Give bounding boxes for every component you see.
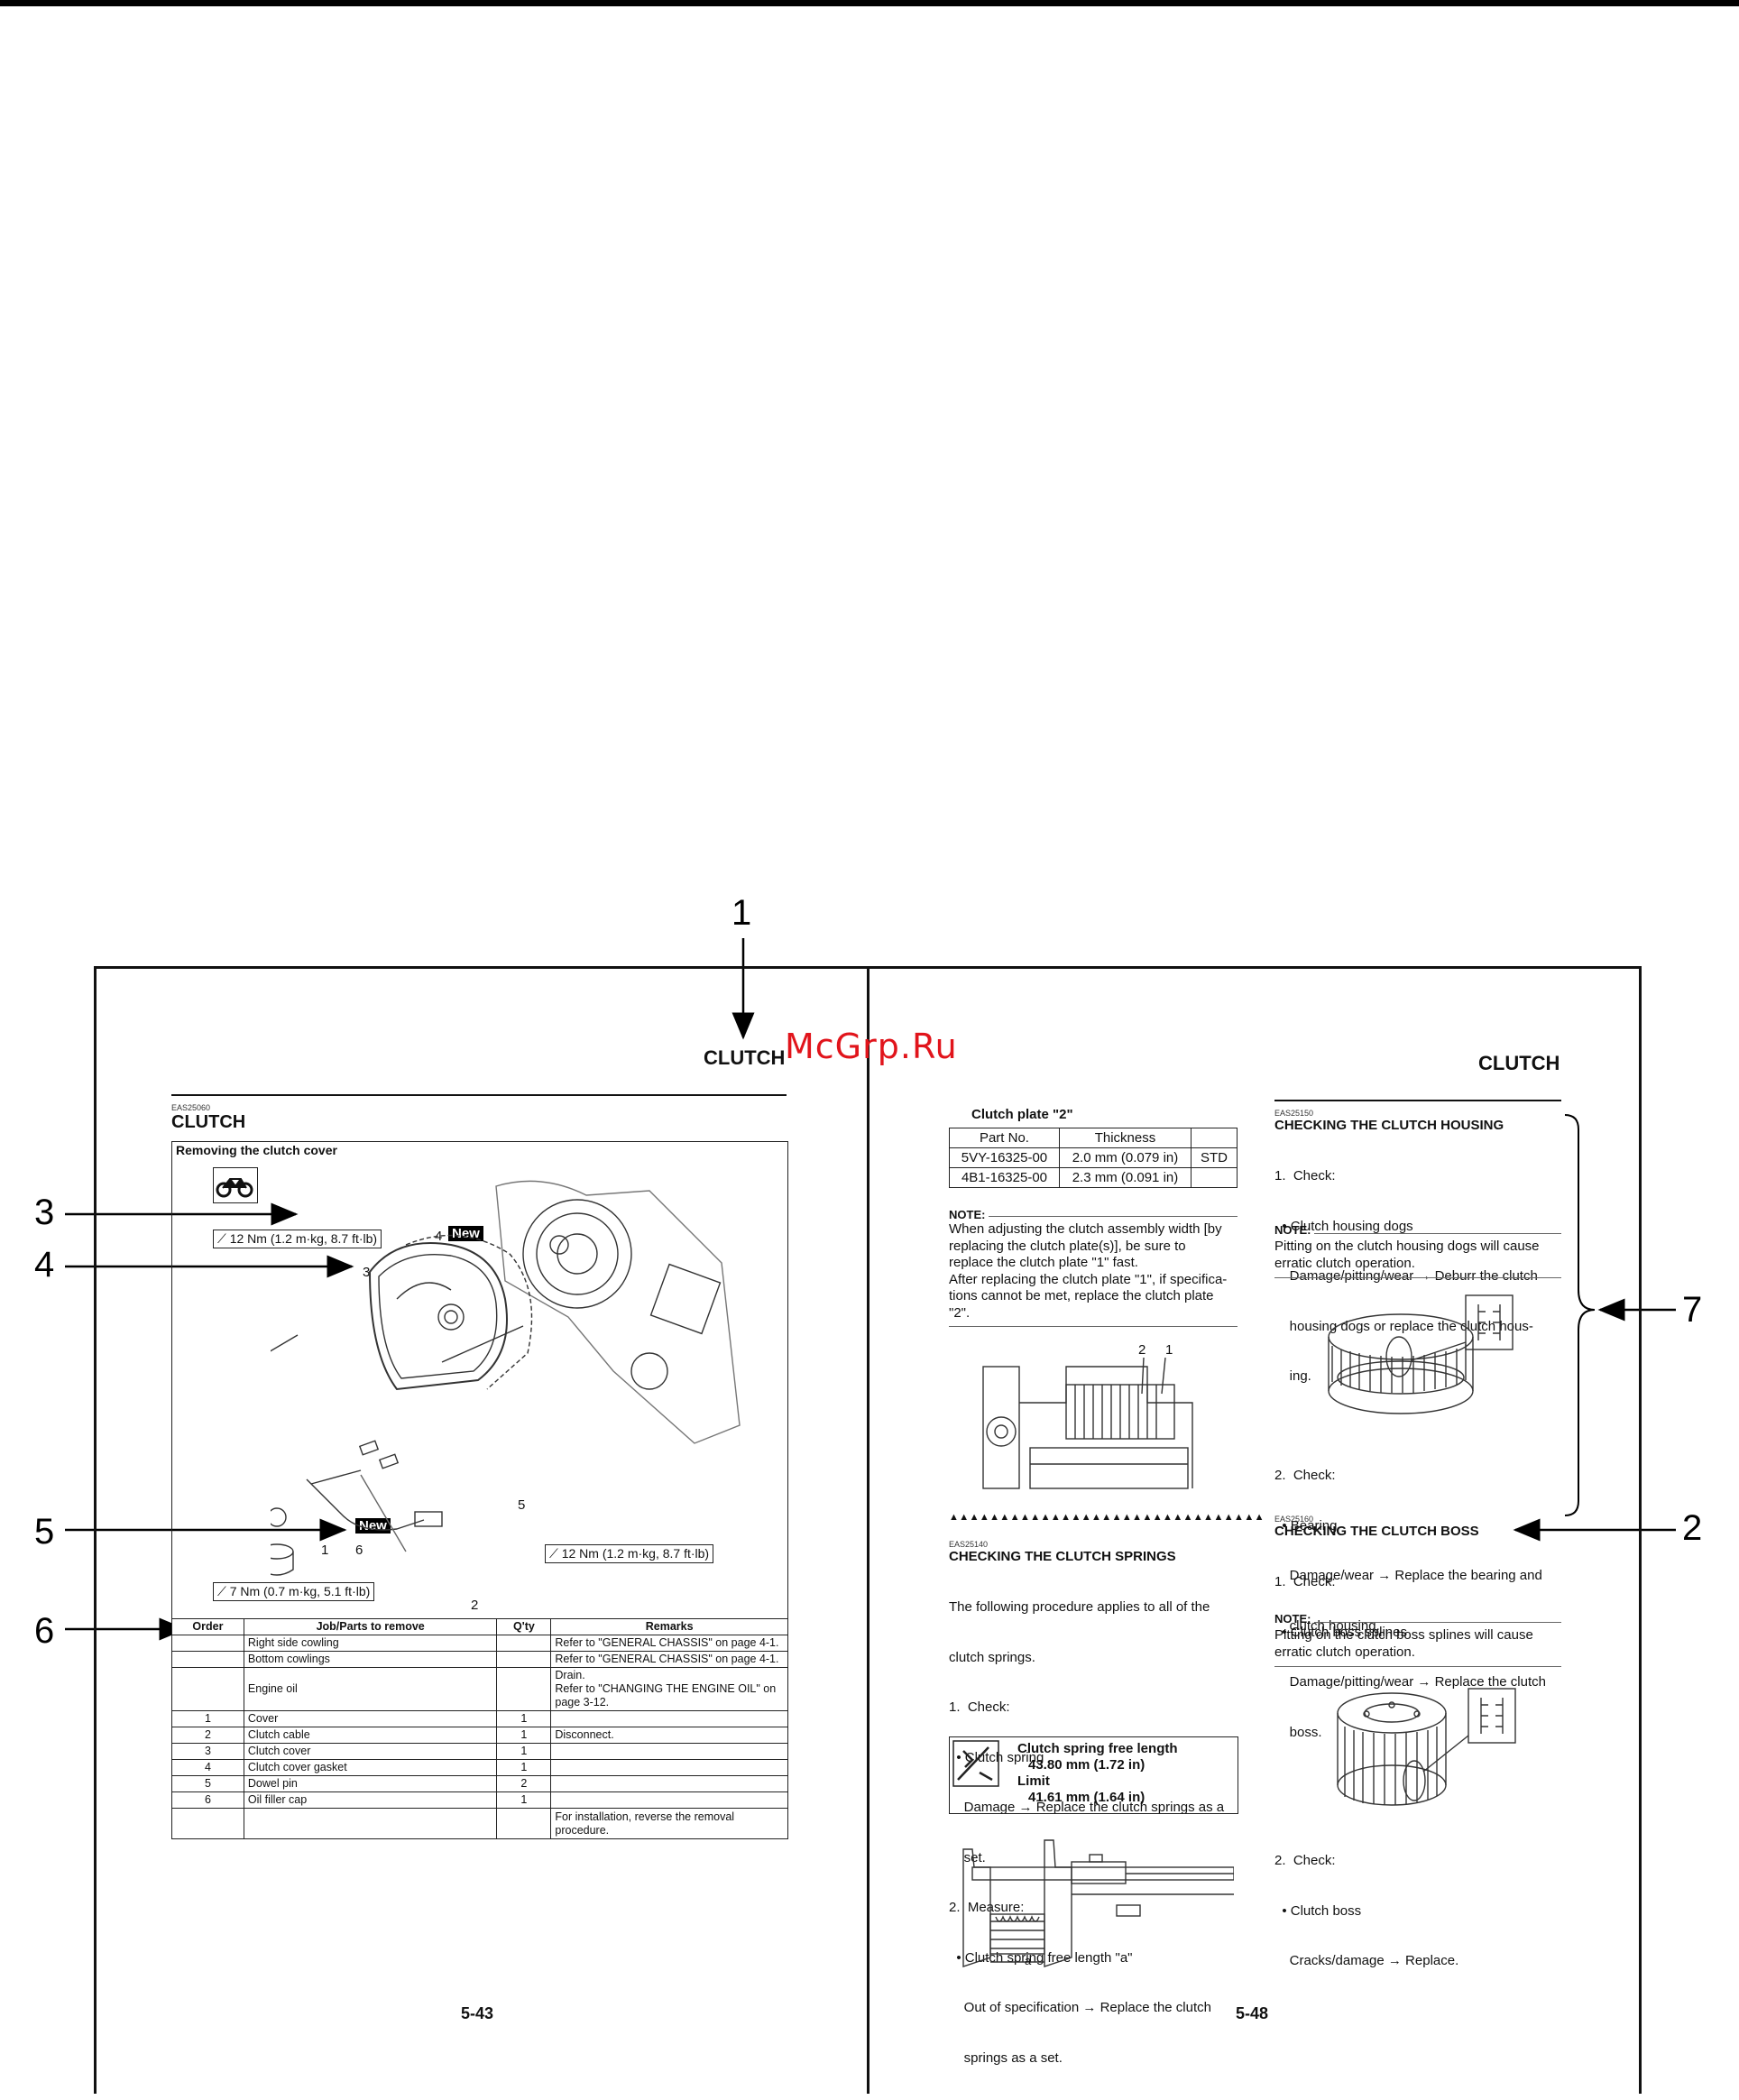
diagram-num-5: 5 [518,1497,526,1513]
boss-eas: EAS25160 [1274,1515,1314,1524]
wrench-icon: ⟋ [217,1231,226,1246]
table-row: For installation, reverse the removal pr… [171,1808,788,1839]
spring-spec-box [949,1736,1238,1814]
housing-note-label: NOTE: [1274,1223,1311,1237]
motorcycle-icon [213,1167,258,1203]
caliper-measurement-diagram [962,1839,1234,1967]
fig-num-1: 1 [1165,1342,1173,1358]
fig-num-2: 2 [1138,1342,1146,1358]
boss-note-text: Pitting on the clutch boss splines will … [1274,1627,1533,1660]
torque-label-bottom: ⟋ 7 Nm (0.7 m·kg, 5.1 ft·lb) [213,1582,375,1601]
clutch-cover-exploded-diagram [271,1180,741,1576]
torque-value-bottom: 7 Nm (0.7 m·kg, 5.1 ft·lb) [229,1584,371,1598]
left-running-head: CLUTCH [704,1046,786,1069]
left-head-rule [171,1094,787,1096]
watermark: McGrp.Ru [785,1027,958,1066]
right-page-number: 5-48 [1236,2004,1269,2022]
housing-check2: 2. Check: • Bearing Damage/wear → Replac… [1274,1468,1542,1634]
boss-title: CHECKING THE CLUTCH BOSS [1274,1524,1479,1539]
callout-3: 3 [34,1193,55,1232]
note1-bottom-rule [949,1326,1238,1327]
spec-title: Clutch spring free length [1017,1741,1178,1756]
top-border [0,0,1739,6]
diagram-num-1: 1 [321,1543,329,1558]
wrench-icon: ⟋ [217,1584,226,1598]
torque-value-top: 12 Nm (1.2 m·kg, 8.7 ft·lb) [229,1231,378,1246]
plate-table-title: Clutch plate "2" [971,1107,1073,1122]
col-order: Order [171,1618,244,1635]
note1-rule [989,1216,1238,1217]
diagram-num-3: 3 [363,1265,371,1280]
figure-title: Removing the clutch cover [176,1143,337,1157]
col-job: Job/Parts to remove [243,1618,498,1635]
boss-note-bottom-rule [1274,1666,1561,1667]
table-row: 4B1-16325-00 2.3 mm (0.091 in) [949,1167,1238,1188]
removal-parts-table: Order Job/Parts to remove Q'ty Remarks R… [171,1618,788,1839]
left-section-title: CLUTCH [171,1112,246,1132]
callout-5: 5 [34,1512,55,1552]
spec-value: 43.80 mm (1.72 in) [1028,1757,1146,1773]
diagram-num-2: 2 [471,1598,479,1613]
note1-text: When adjusting the clutch assembly width… [949,1221,1228,1321]
boss-text: 1. Check: • Clutch boss splines Damage/p… [1274,1574,1546,1740]
boss-check2: 2. Check: • Clutch boss Cracks/damage → … [1274,1853,1459,1968]
housing-note-text: Pitting on the clutch housing dogs will … [1274,1239,1540,1271]
callout-4: 4 [34,1245,55,1285]
torque-label-right: ⟋ 12 Nm (1.2 m·kg, 8.7 ft·lb) [545,1544,714,1563]
housing-title: CHECKING THE CLUTCH HOUSING [1274,1118,1504,1133]
left-eas-code: EAS25060 [171,1103,211,1112]
torque-label-top: ⟋ 12 Nm (1.2 m·kg, 8.7 ft·lb) [213,1230,382,1248]
plate-table-header: Part No. Thickness [949,1128,1238,1148]
wrench-icon: ⟋ [549,1546,558,1561]
callout-1: 1 [731,893,752,933]
note1-label: NOTE: [949,1208,986,1221]
clutch-housing-illustration [1328,1294,1514,1414]
callout-6: 6 [34,1611,55,1651]
limit-value: 41.61 mm (1.64 in) [1028,1790,1146,1805]
col-remarks: Remarks [550,1618,788,1635]
callout-2: 2 [1682,1508,1703,1548]
housing-text: 1. Check: • Clutch housing dogs Damage/p… [1274,1168,1538,1384]
housing-note-rule [1314,1233,1561,1234]
springs-title: CHECKING THE CLUTCH SPRINGS [949,1549,1176,1564]
table-header-row: Order Job/Parts to remove Q'ty Remarks [171,1618,788,1635]
dimension-a-label: a [1025,1954,1032,1967]
right-running-head: CLUTCH [1478,1052,1560,1074]
springs-eas: EAS25140 [949,1540,989,1549]
col-qty: Q'ty [496,1618,552,1635]
page-divider [867,966,870,2094]
callout-7: 7 [1682,1290,1703,1330]
diagram-num-4: 4 [435,1229,443,1244]
boss-note-label: NOTE: [1274,1612,1311,1626]
housing-eas: EAS25150 [1274,1109,1314,1118]
clutch-assembly-section-diagram [982,1358,1193,1489]
boss-note-rule [1314,1622,1561,1623]
diagram-num-6: 6 [355,1543,363,1558]
caliper-icon [952,1740,999,1787]
table-row: 5VY-16325-00 2.0 mm (0.079 in) STD [949,1147,1238,1168]
clutch-plate-table: Part No. Thickness 5VY-16325-00 2.0 mm (… [949,1128,1238,1188]
housing-top-rule [1274,1100,1561,1101]
left-page-number: 5-43 [461,2004,494,2022]
limit-label: Limit [1017,1773,1050,1789]
torque-value-right: 12 Nm (1.2 m·kg, 8.7 ft·lb) [561,1546,710,1561]
housing-note-bottom-rule [1274,1277,1561,1278]
warning-triangles: ▲▲▲▲▲▲▲▲▲▲▲▲▲▲▲▲▲▲▲▲▲▲▲▲▲▲▲▲▲▲▲ [949,1512,1265,1523]
clutch-boss-illustration [1337,1688,1516,1806]
